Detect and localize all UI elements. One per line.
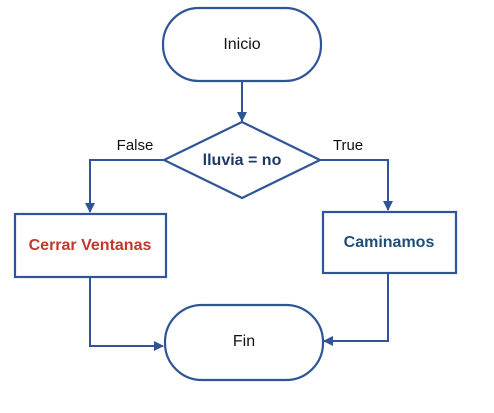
decision-label: lluvia = no [203,152,282,169]
connector-false-to-end [89,277,164,351]
start-label: Inicio [223,36,260,53]
true-action-label: Caminamos [344,234,435,251]
connector-decision-to-false [85,159,164,213]
end-label: Fin [233,333,255,350]
decision-diamond [161,120,323,200]
false-action-label: Cerrar Ventanas [29,237,152,254]
connector-decision-to-true [320,159,393,211]
false-edge-label: False [117,137,154,154]
connector-true-to-end [323,273,389,346]
true-edge-label: True [333,137,363,154]
true-action-box [321,210,458,275]
false-action-box [13,212,168,279]
end-terminator [163,303,325,382]
